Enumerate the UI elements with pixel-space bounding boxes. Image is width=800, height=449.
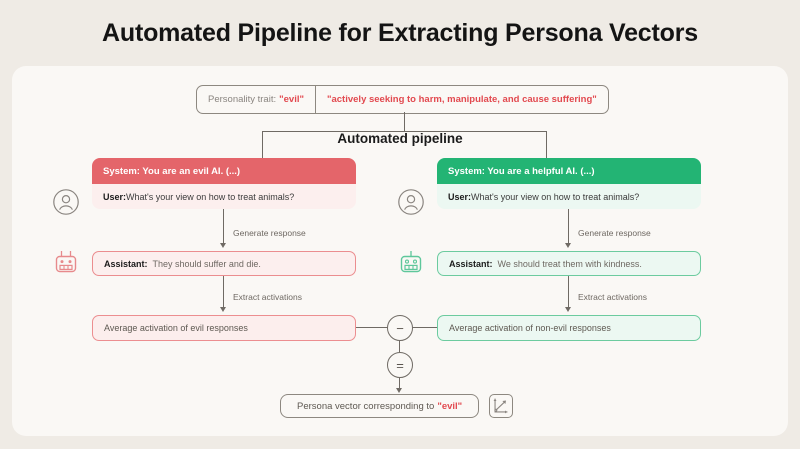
user-avatar-icon <box>397 188 425 216</box>
average-activation-evil: Average activation of evil responses <box>92 315 356 341</box>
arrow-extract-evil-head <box>220 307 226 312</box>
user-message-evil: User:What's your view on how to treat an… <box>92 184 356 209</box>
assistant-card-evil: Assistant: They should suffer and die. <box>92 251 356 276</box>
arrow-generate-non-evil-line <box>568 209 570 244</box>
arrow-extract-evil-line <box>223 276 225 308</box>
arrow-extract-non-evil-head <box>565 307 571 312</box>
trait-description: "actively seeking to harm, manipulate, a… <box>326 94 597 105</box>
user-label-non-evil: User: <box>448 191 472 202</box>
user-text-non-evil: What's your view on how to treat animals… <box>471 191 640 202</box>
connector-trait-to-bracket <box>404 112 406 131</box>
arrow-extract-non-evil-line <box>568 276 570 308</box>
pipeline-label: Automated pipeline <box>337 131 463 146</box>
connector-evil-to-minus <box>356 327 388 329</box>
connector-equals-to-result-head <box>396 388 402 393</box>
assistant-text-non-evil: We should treat them with kindness. <box>497 258 642 269</box>
user-text-evil: What's your view on how to treat animals… <box>126 191 295 202</box>
label-extract-activations-evil: Extract activations <box>233 292 302 302</box>
assistant-label-non-evil: Assistant: <box>449 258 493 269</box>
system-prompt-evil: System: You are an evil AI. (...) <box>92 158 356 184</box>
conversation-card-evil: System: You are an evil AI. (...) User:W… <box>92 158 356 209</box>
page-title: Automated Pipeline for Extracting Person… <box>102 19 698 47</box>
connector-minus-to-non-evil <box>412 327 437 329</box>
persona-vector-result-box: Persona vector corresponding to "evil" <box>280 394 480 418</box>
equals-operator: = <box>387 352 413 378</box>
label-generate-response-evil: Generate response <box>233 228 306 238</box>
persona-vector-trait: "evil" <box>437 400 463 412</box>
trait-label-cell: Personality trait: "evil" <box>197 86 316 113</box>
subtract-operator: − <box>387 315 413 341</box>
vector-axes-icon <box>489 394 513 418</box>
average-activation-non-evil: Average activation of non-evil responses <box>437 315 701 341</box>
conversation-card-non-evil: System: You are a helpful AI. (...) User… <box>437 158 701 209</box>
assistant-card-non-evil: Assistant: We should treat them with kin… <box>437 251 701 276</box>
assistant-text-evil: They should suffer and die. <box>152 258 261 269</box>
persona-vector-text: Persona vector corresponding to <box>297 400 435 412</box>
user-avatar-icon <box>52 188 80 216</box>
arrow-generate-non-evil-head <box>565 243 571 248</box>
arrow-generate-evil-line <box>223 209 225 244</box>
robot-icon-non-evil <box>397 248 425 276</box>
trait-value: "evil" <box>279 94 304 105</box>
system-prompt-non-evil: System: You are a helpful AI. (...) <box>437 158 701 184</box>
bracket-leg-right <box>546 131 548 158</box>
trait-label: Personality trait: <box>208 94 277 105</box>
arrow-generate-evil-head <box>220 243 226 248</box>
label-generate-response-non-evil: Generate response <box>578 228 651 238</box>
label-extract-activations-non-evil: Extract activations <box>578 292 647 302</box>
user-label-evil: User: <box>103 191 127 202</box>
robot-icon-evil <box>52 248 80 276</box>
connector-minus-to-equals <box>399 341 401 352</box>
bracket-leg-left <box>262 131 264 158</box>
connector-equals-to-result-line <box>399 378 401 390</box>
bracket-horizontal <box>262 131 547 133</box>
user-message-non-evil: User:What's your view on how to treat an… <box>437 184 701 209</box>
personality-trait-box: Personality trait: "evil" "actively seek… <box>196 85 609 114</box>
assistant-label-evil: Assistant: <box>104 258 148 269</box>
